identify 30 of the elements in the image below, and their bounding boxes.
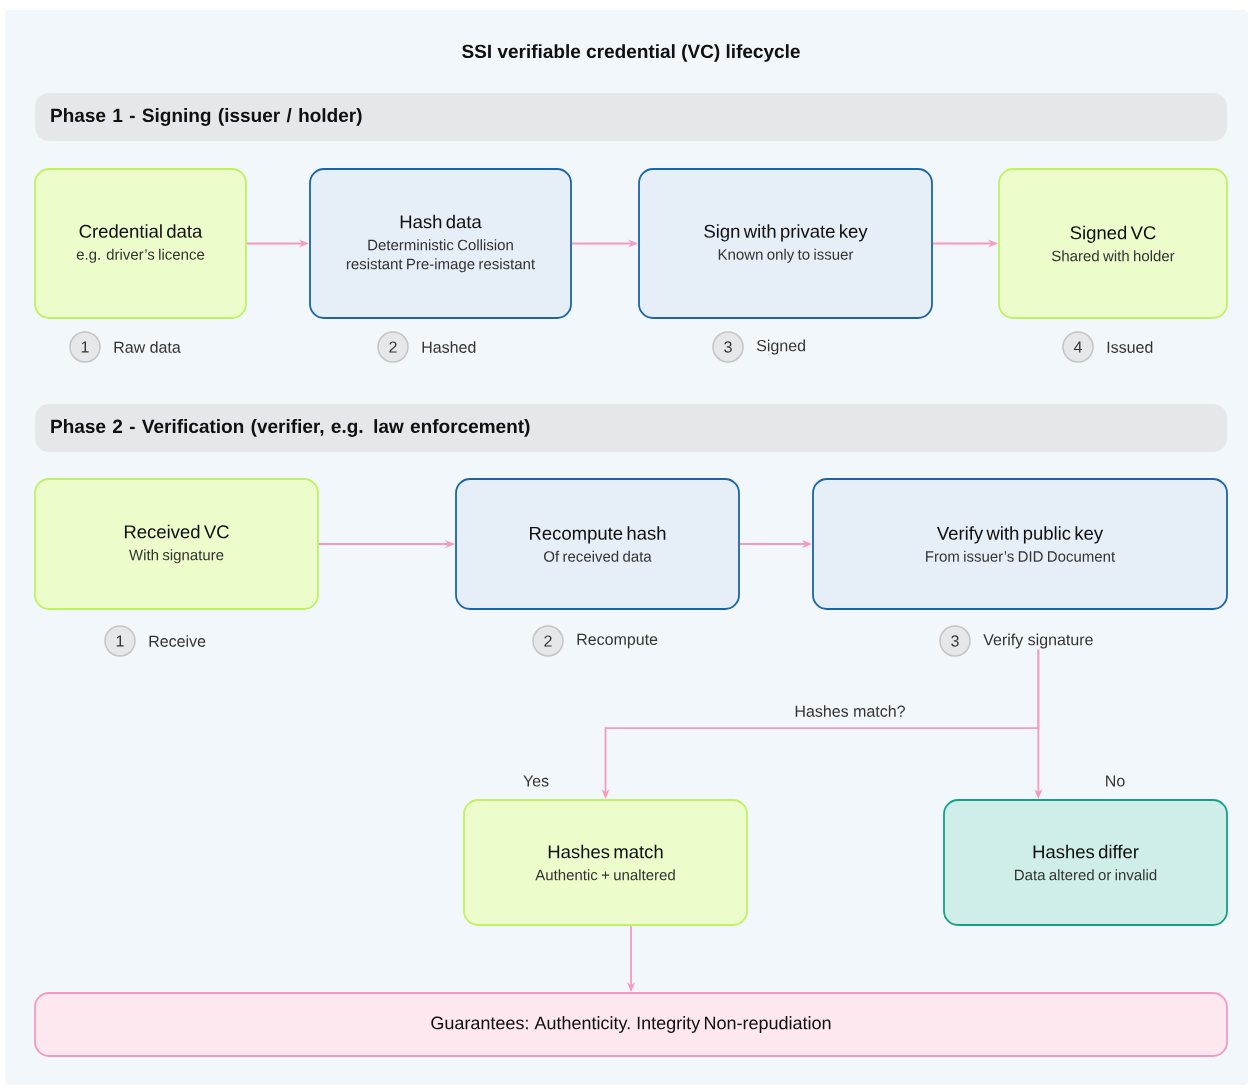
content-box: Signed VC Shared with holder: [998, 168, 1228, 319]
phase-header: Phase 1 - Signing (issuer / holder): [35, 93, 1227, 141]
step-number: 2: [377, 331, 409, 363]
step-label: Issued: [1107, 341, 1153, 353]
step-label: Signed: [756, 339, 805, 355]
edge-label: Yes: [520, 773, 552, 789]
edge-label: No: [1102, 773, 1128, 789]
step-number: 1: [69, 331, 101, 363]
phase-header: Phase 2 - Verification (verifier, e.g. law enforcement): [35, 404, 1227, 452]
content-box: Hashes match Authentic + unaltered: [463, 799, 748, 926]
process-box: Recompute hash Of received data: [455, 478, 740, 610]
summary-box: Guarantees: Authenticity. Integrity Non-repudiation: [34, 992, 1228, 1057]
content-box: Received VC With signature: [34, 478, 319, 610]
step-number: 3: [939, 625, 971, 657]
process-box: Hash data Deterministic Collision resistant Pre-image resistant: [309, 168, 572, 319]
decision-label: Hashes match?: [792, 703, 908, 719]
step-label: Receive: [149, 635, 206, 647]
step-label: Raw data: [114, 341, 181, 353]
diagram-title: SSI verifiable credential (VC) lifecycle: [462, 44, 800, 62]
step-label: Verify signature: [983, 633, 1093, 649]
step-label: Hashed: [422, 341, 476, 353]
result-box: Hashes differ Data altered or invalid: [943, 799, 1228, 926]
step-number: 3: [712, 331, 744, 363]
content-box: Credential data e.g. driver’s licence: [34, 168, 247, 319]
process-box: Sign with private key Known only to issuer: [638, 168, 933, 319]
step-number: 2: [532, 625, 564, 657]
step-number: 1: [104, 625, 136, 657]
step-label: Recompute: [577, 633, 658, 649]
step-number: 4: [1062, 331, 1094, 363]
process-box: Verify with public key From issuer’s DID Document: [812, 478, 1228, 610]
